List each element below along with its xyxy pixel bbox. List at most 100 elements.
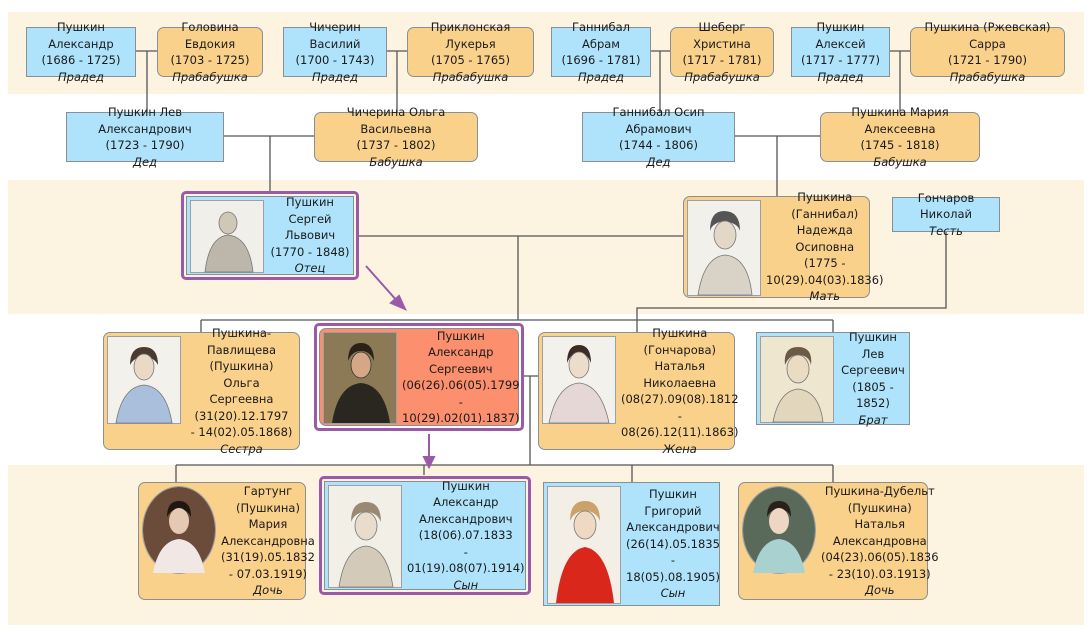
person-name-line: Пушкин Сергей: [286, 195, 334, 226]
person-card-pushkin-lev-aleksandrovich[interactable]: Пушкин Лев Александрович(1723 - 1790)Дед: [66, 105, 224, 169]
person-card-golovina-evdokiya[interactable]: Головина Евдокия(1703 - 1725)Прабабушка: [157, 20, 263, 84]
person-card-gannibal-osip[interactable]: Ганнибал Осип Абрамович (1744 - 1806) Дед: [582, 105, 735, 169]
person-name: Чичерин Василий: [309, 20, 361, 51]
portrait-sister-image: [107, 336, 181, 424]
person-card-pushkina-rzhevskaya-sarra[interactable]: Пушкина (Ржевская) Сарра (1721 - 1790) Пра…: [910, 20, 1065, 84]
person-name-line: Пушкин: [441, 478, 490, 493]
portrait-son-aleksandr-image: [328, 485, 402, 588]
person-card-priklonskaya-lukerya[interactable]: Приклонская Лукерья(1705 - 1765)Прабабуш…: [407, 20, 534, 84]
person-years: (1770 - 1848): [270, 244, 350, 259]
person-role: Прадед: [312, 69, 358, 84]
person-years: (1723 - 1790): [105, 138, 185, 152]
person-role: Прабабушка: [949, 69, 1026, 84]
person-name-line: Сергеевна: [209, 392, 274, 406]
person-name: Приклонская Лукерья: [430, 20, 511, 51]
person-name-line: Наталья: [654, 359, 706, 373]
person-years: - 07.03.1919): [228, 566, 308, 581]
person-years: (1737 - 1802): [356, 138, 436, 152]
portrait-daughter-mariya-image: [142, 486, 216, 574]
person-years: (1696 - 1781): [561, 53, 641, 67]
person-role: Тесть: [929, 223, 963, 238]
person-role: Жена: [662, 441, 697, 456]
person-name-line: (Пушкина): [236, 500, 300, 515]
person-years: - 18(05).08.1905): [626, 553, 720, 584]
person-name-line: (Пушкина): [847, 500, 912, 515]
person-name-line: Пушкина-Павлищева: [206, 326, 277, 357]
person-role: Прабабушка: [172, 69, 248, 84]
person-card-pushkin-aleksey[interactable]: Пушкин Алексей(1717 - 1777)Прадед: [791, 20, 890, 84]
person-name-line: Надежда Осиповна: [795, 223, 855, 254]
person-name-line: Александр: [428, 345, 494, 359]
person-card-gannibal-abram[interactable]: Ганнибал Абрам(1696 - 1781)Прадед: [551, 20, 651, 84]
person-card-pushkin-aleksandr[interactable]: Пушкин Александр(1686 - 1725)Прадед: [26, 20, 136, 84]
person-name: Пушкин Александр: [48, 20, 114, 51]
person-name-line: Григорий: [644, 503, 702, 518]
person-card-sheberg-hristina[interactable]: Шеберг Христина(1717 - 1781)Прабабушка: [670, 20, 774, 84]
person-name: Гончаров Николай: [917, 190, 975, 222]
person-name-line: Мария: [248, 517, 288, 532]
person-role: Дочь: [253, 583, 283, 598]
portrait-son-grigoriy-image: [547, 486, 621, 604]
person-role: Сын: [453, 577, 479, 592]
person-name-line: Александрович: [626, 520, 720, 535]
person-name: Ганнибал Абрам: [571, 20, 631, 51]
person-name: Пушкина (Ржевская) Сарра: [924, 20, 1051, 51]
portrait-daughter-natalya-image: [742, 486, 816, 574]
person-name: Ганнибал Осип Абрамович: [612, 105, 705, 136]
person-name-line: (Гончарова): [643, 342, 717, 357]
person-years: (1700 - 1743): [295, 53, 375, 67]
person-years: 10(29).04(03).1836): [766, 272, 884, 287]
person-name-line: (Пушкина): [209, 359, 274, 373]
person-card-chicherina-olga[interactable]: Чичерина Ольга Васильевна(1737 - 1802)Ба…: [314, 105, 478, 169]
person-name-line: Пушкин Лев: [849, 330, 897, 361]
person-years: (06(26).06(05).1799: [402, 378, 520, 392]
person-role: Бабушка: [873, 154, 927, 169]
person-years: (1721 - 1790): [948, 53, 1027, 67]
person-role: Отец: [294, 261, 326, 276]
person-name-line: Гартунг: [243, 484, 293, 499]
person-name: Пушкина Мария Алексеевна: [851, 105, 949, 136]
highlight-frame-father: [181, 191, 359, 280]
person-years: (04(23).06(05).1836: [821, 550, 939, 565]
portrait-brother-image: [760, 336, 834, 423]
person-role: Прадед: [817, 69, 864, 84]
person-role: Дед: [646, 154, 671, 169]
person-years: (31(19).05.1832: [221, 550, 315, 565]
person-years: - 10(29).02(01).1837): [402, 394, 520, 426]
person-name-line: Александровна: [832, 533, 927, 548]
person-card-pushkina-mariya[interactable]: Пушкина Мария Алексеевна(1745 - 1818)Баб…: [820, 105, 980, 169]
person-name-line: Пушкина: [797, 190, 853, 205]
person-years: (1717 - 1781): [682, 53, 762, 67]
person-name: Шеберг Христина: [693, 20, 751, 51]
person-card-pushkina-nadezhda[interactable]: Пушкина(Ганнибал)Надежда Осиповна(1775 -…: [683, 190, 884, 303]
person-name: Пушкин Лев Александрович: [98, 105, 192, 136]
person-name-line: (Ганнибал): [791, 206, 859, 221]
person-name-line: Пушкина: [652, 326, 708, 340]
person-card-chicherin-vasiliy[interactable]: Чичерин Василий (1700 - 1743) Прадед: [283, 20, 387, 84]
person-name-line: Пушкин: [436, 328, 485, 343]
portrait-self-image: [323, 332, 397, 424]
person-years: (26(14).05.1835: [626, 536, 720, 551]
person-years: - 23(10).03.1913): [828, 566, 931, 581]
person-years: (1805 - 1852): [852, 379, 894, 411]
person-name-line: Львович: [284, 228, 336, 243]
person-years: (1703 - 1725): [170, 53, 250, 67]
person-years: - 08(26).12(11).1863): [621, 408, 739, 440]
person-role: Брат: [858, 412, 888, 427]
person-years: (18(06).07.1833: [418, 528, 513, 543]
person-name-line: Сергеевич: [841, 363, 905, 377]
person-years: (1744 - 1806): [619, 138, 698, 152]
person-name-line: Александр: [433, 495, 499, 510]
portrait-father-image: [190, 200, 264, 273]
